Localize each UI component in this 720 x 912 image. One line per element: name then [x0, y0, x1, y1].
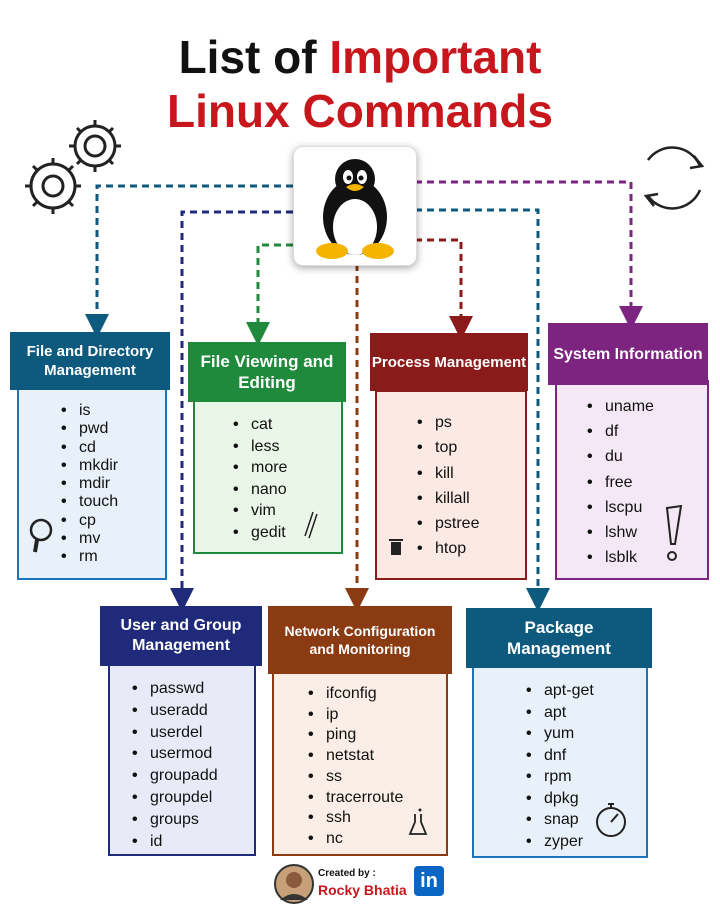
title-line-1: List of Important	[0, 30, 720, 84]
list-item: groupdel	[132, 787, 218, 809]
penguin-card	[293, 146, 417, 266]
list-item: cat	[233, 414, 287, 436]
list-item: userdel	[132, 722, 218, 744]
list-item: rm	[61, 548, 118, 567]
list-item: ping	[308, 725, 403, 746]
list-item: touch	[61, 493, 118, 512]
list-item: snap	[526, 809, 594, 831]
list-item: nc	[308, 829, 403, 850]
line-file-view	[246, 243, 305, 346]
card-body-process: ps top kill killall pstree htop	[375, 390, 527, 580]
list-item: ssh	[308, 808, 403, 829]
title-red: Important	[329, 31, 542, 83]
list-item: gedit	[233, 522, 287, 544]
list-item: htop	[417, 536, 479, 562]
list-item: apt-get	[526, 680, 594, 702]
file-viewing-list: cat less more nano vim gedit	[233, 414, 287, 543]
flask-icon	[408, 808, 428, 835]
list-item: id	[132, 831, 218, 853]
avatar	[274, 864, 314, 904]
card-title-network: Network Configuration and Monitoring	[268, 606, 452, 674]
card-body-network: ifconfig ip ping netstat ss tracerroute …	[272, 672, 448, 856]
author-name: Rocky Bhatia	[318, 882, 407, 898]
gears-icon	[25, 120, 121, 214]
title-black: List of	[178, 31, 330, 83]
penguin-icon	[316, 159, 394, 259]
list-item: usermod	[132, 743, 218, 765]
package-list: apt-get apt yum dnf rpm dpkg snap zyper	[526, 680, 594, 852]
pencil-icon	[304, 511, 318, 539]
list-item: dnf	[526, 745, 594, 767]
credit: Created by : Rocky Bhatia in	[272, 862, 447, 908]
list-item: ss	[308, 767, 403, 788]
list-item: is	[61, 402, 118, 421]
list-item: killall	[417, 486, 479, 512]
list-item: uname	[587, 394, 654, 419]
list-item: lsblk	[587, 545, 654, 570]
list-item: apt	[526, 702, 594, 724]
list-item: nano	[233, 479, 287, 501]
list-item: yum	[526, 723, 594, 745]
list-item: mkdir	[61, 457, 118, 476]
list-item: passwd	[132, 678, 218, 700]
line-package	[415, 208, 550, 612]
list-item: ip	[308, 705, 403, 726]
list-item: top	[417, 435, 479, 461]
trash-icon	[389, 539, 403, 555]
card-title-file-viewing: File Viewing and Editing	[188, 342, 346, 402]
line-user	[170, 210, 293, 612]
line-process	[415, 238, 473, 340]
linkedin-icon[interactable]: in	[414, 866, 444, 896]
card-title-user-group: User and Group Management	[100, 606, 262, 666]
list-item: ps	[417, 410, 479, 436]
system-list: uname df du free lscpu lshw lsblk	[587, 394, 654, 571]
card-title-file-directory: File and Directory Management	[10, 332, 170, 390]
list-item: groups	[132, 809, 218, 831]
list-item: cd	[61, 439, 118, 458]
card-title-system: System Information	[548, 323, 708, 385]
list-item: less	[233, 436, 287, 458]
list-item: kill	[417, 461, 479, 487]
list-item: rpm	[526, 766, 594, 788]
list-item: mdir	[61, 475, 118, 494]
title-line-2: Linux Commands	[167, 85, 553, 137]
list-item: useradd	[132, 700, 218, 722]
list-item: tracerroute	[308, 788, 403, 809]
list-item: ifconfig	[308, 684, 403, 705]
list-item: zyper	[526, 831, 594, 853]
exclamation-icon	[665, 504, 683, 561]
card-body-system: uname df du free lscpu lshw lsblk	[555, 380, 709, 580]
list-item: free	[587, 470, 654, 495]
card-body-file-directory: is pwd cd mkdir mdir touch cp mv rm	[17, 386, 167, 580]
cycle-arrows-icon	[643, 146, 705, 210]
network-list: ifconfig ip ping netstat ss tracerroute …	[308, 684, 403, 850]
card-body-file-viewing: cat less more nano vim gedit	[193, 398, 343, 554]
list-item: more	[233, 457, 287, 479]
list-item: dpkg	[526, 788, 594, 810]
card-body-user-group: passwd useradd userdel usermod groupadd …	[108, 660, 256, 856]
list-item: lshw	[587, 520, 654, 545]
created-by-label: Created by :	[318, 868, 376, 879]
file-directory-list: is pwd cd mkdir mdir touch cp mv rm	[61, 402, 118, 567]
stopwatch-icon	[596, 803, 626, 837]
card-title-package: Package Management	[466, 608, 652, 668]
list-item: vim	[233, 500, 287, 522]
user-group-list: passwd useradd userdel usermod groupadd …	[132, 678, 218, 852]
process-list: ps top kill killall pstree htop	[417, 410, 479, 562]
card-title-process: Process Management	[370, 333, 528, 391]
card-body-package: apt-get apt yum dnf rpm dpkg snap zyper	[472, 664, 648, 858]
list-item: groupadd	[132, 765, 218, 787]
list-item: du	[587, 444, 654, 469]
list-item: lscpu	[587, 495, 654, 520]
list-item: mv	[61, 530, 118, 549]
line-file-dir	[85, 184, 293, 338]
list-item: netstat	[308, 746, 403, 767]
list-item: pwd	[61, 420, 118, 439]
magnifier-icon	[29, 518, 53, 553]
list-item: cp	[61, 512, 118, 531]
line-system	[415, 180, 643, 330]
list-item: df	[587, 419, 654, 444]
list-item: pstree	[417, 511, 479, 537]
